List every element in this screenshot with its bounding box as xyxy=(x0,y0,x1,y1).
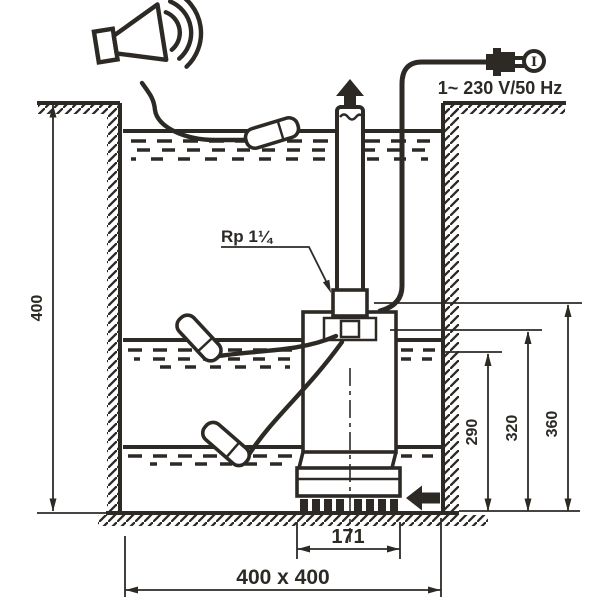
discharge-arrow-icon xyxy=(336,79,364,107)
connection-label: Rp 1¼ xyxy=(221,227,274,246)
float-cable-off xyxy=(245,339,345,459)
pump-base-taper xyxy=(297,451,398,469)
ground-hatch-right xyxy=(444,105,565,114)
pump-intake-slots xyxy=(300,499,398,512)
pit-structure xyxy=(37,101,580,526)
dimension-level-on-value: 360 xyxy=(544,411,561,438)
dimension-level-off: 290 xyxy=(445,351,502,512)
dimension-pit-footprint-value: 400 x 400 xyxy=(236,566,329,589)
connection-leader-arrow xyxy=(322,279,331,293)
connection-leader-line xyxy=(221,246,328,284)
connection-callout: Rp 1¼ xyxy=(221,227,331,293)
float-switch-off xyxy=(200,420,252,468)
pit-floor-hatch xyxy=(98,515,488,526)
horn-bell xyxy=(111,2,169,62)
pump-discharge-neck xyxy=(331,288,369,318)
phase-badge-label: I xyxy=(531,55,537,70)
sound-waves-icon xyxy=(163,0,204,69)
alarm-horn-icon xyxy=(91,0,204,69)
dimension-pit-depth-value: 400 xyxy=(29,295,46,322)
dimension-level-mid: 320 xyxy=(390,329,542,512)
dimension-pump-base: 171 xyxy=(296,522,401,559)
float-switch-on xyxy=(175,313,223,363)
cables xyxy=(139,59,489,459)
pump-base xyxy=(295,466,402,498)
dimension-level-mid-value: 320 xyxy=(504,415,521,442)
water-in-pipe-line xyxy=(339,113,364,121)
dimension-level-on: 360 xyxy=(374,302,582,512)
dimension-pump-base-value: 171 xyxy=(331,526,364,548)
pit-wall-hatch-right xyxy=(443,104,459,513)
alarm-float-cable xyxy=(139,80,253,143)
float-cable-on xyxy=(216,333,339,359)
power-cable xyxy=(377,59,489,314)
power-plug-icon xyxy=(486,48,524,76)
dimension-pit-footprint: 400 x 400 xyxy=(124,518,442,597)
float-switch-alarm xyxy=(243,115,301,151)
dimension-pit-depth: 400 xyxy=(29,104,57,512)
discharge-pipe xyxy=(335,105,365,296)
pump-body xyxy=(295,288,402,542)
ground-hatch-left xyxy=(38,105,120,114)
pit-wall-hatch-left xyxy=(107,104,120,513)
dimension-level-off-value: 290 xyxy=(464,419,481,446)
phase-badge: I xyxy=(522,49,546,73)
supply-voltage-label: 1~ 230 V/50 Hz xyxy=(438,78,563,98)
inflow-arrow-icon xyxy=(406,485,440,511)
